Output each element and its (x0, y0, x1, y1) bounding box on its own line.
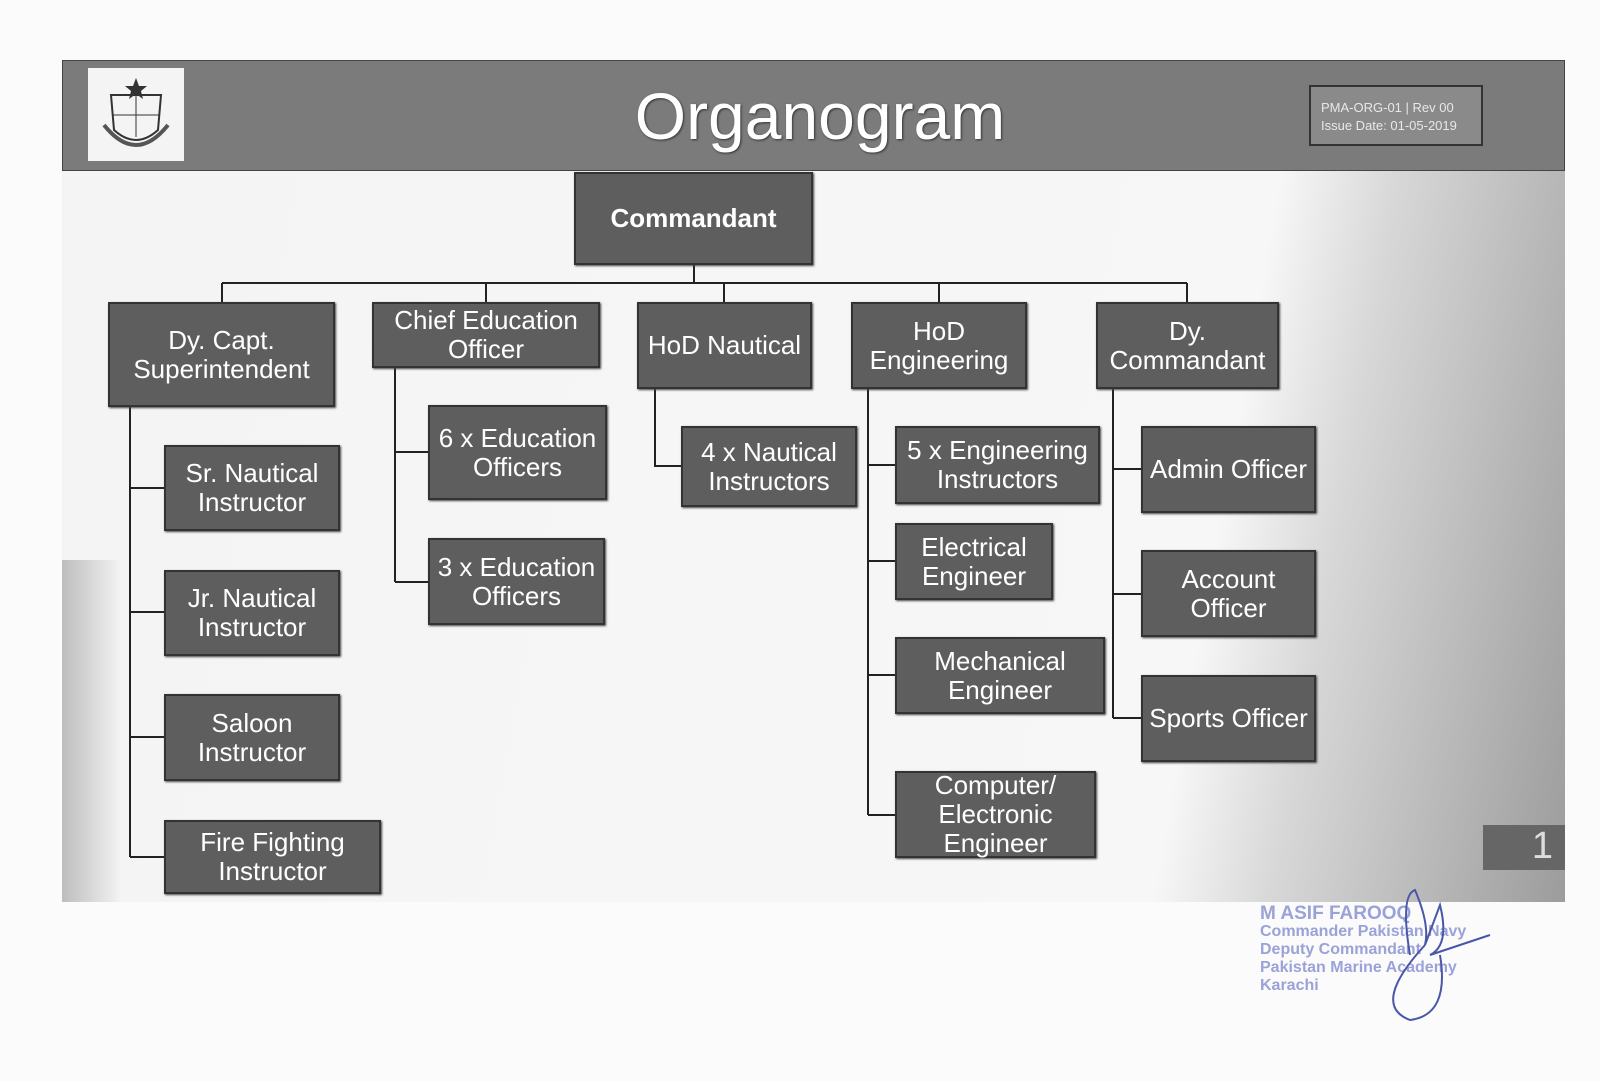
node-3-education-officers: 3 x Education Officers (428, 538, 605, 625)
stamp-rank: Commander Pakistan Navy (1260, 923, 1467, 940)
handwritten-signature (1392, 888, 1491, 1022)
node-chief-education-officer: Chief Education Officer (372, 302, 600, 368)
node-mechanical-engineer: Mechanical Engineer (895, 637, 1105, 714)
node-6-education-officers: 6 x Education Officers (428, 405, 607, 500)
page-title: Organogram (634, 79, 1006, 153)
node-commandant: Commandant (574, 172, 813, 265)
node-hod-nautical: HoD Nautical (637, 302, 812, 389)
document-reference: PMA-ORG-01 | Rev 00 Issue Date: 01-05-20… (1309, 85, 1483, 146)
issue-date: Issue Date: 01-05-2019 (1321, 118, 1457, 133)
stamp-post: Deputy Commandant (1260, 941, 1421, 958)
node-dy-commandant: Dy. Commandant (1096, 302, 1279, 389)
node-admin-officer: Admin Officer (1141, 426, 1316, 513)
node-fire-fighting-instructor: Fire Fighting Instructor (164, 820, 381, 894)
node-dy-capt-superintendent: Dy. Capt. Superintendent (108, 302, 335, 407)
doc-ref: PMA-ORG-01 | Rev 00 (1321, 100, 1454, 115)
page-number: 1 (1483, 825, 1565, 870)
node-hod-engineering: HoD Engineering (851, 302, 1027, 389)
signature-stamp: M ASIF FAROOQ Commander Pakistan Navy De… (1260, 903, 1467, 995)
node-sr-nautical-instructor: Sr. Nautical Instructor (164, 445, 340, 531)
node-saloon-instructor: Saloon Instructor (164, 694, 340, 781)
stamp-city: Karachi (1260, 977, 1319, 994)
academy-crest-logo (88, 68, 184, 161)
node-4-nautical-instructors: 4 x Nautical Instructors (681, 426, 857, 507)
node-electrical-engineer: Electrical Engineer (895, 523, 1053, 600)
node-jr-nautical-instructor: Jr. Nautical Instructor (164, 570, 340, 656)
node-sports-officer: Sports Officer (1141, 675, 1316, 762)
stamp-name: M ASIF FAROOQ (1260, 903, 1412, 924)
slide-decoration (62, 560, 122, 902)
stamp-org: Pakistan Marine Academy (1260, 959, 1457, 976)
node-computer-electronic-engineer: Computer/ Electronic Engineer (895, 771, 1096, 858)
node-account-officer: Account Officer (1141, 550, 1316, 637)
node-5-engineering-instructors: 5 x Engineering Instructors (895, 426, 1100, 504)
